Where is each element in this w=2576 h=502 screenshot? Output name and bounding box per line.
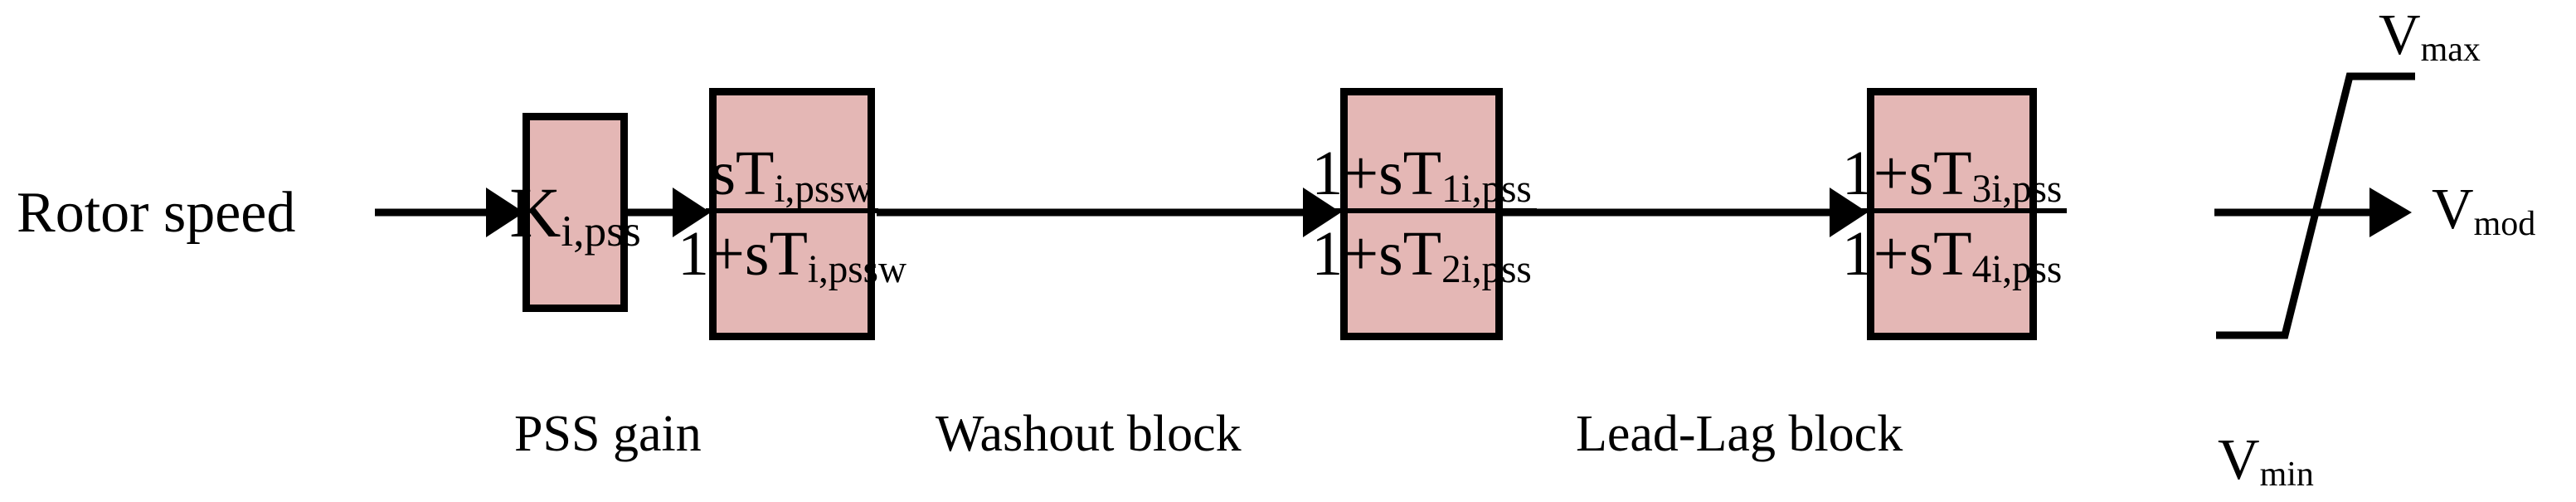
input-label: Rotor speed [17, 181, 296, 245]
leadlag1-numerator-main: 1+sT [1311, 138, 1442, 208]
vmin-symbol: V [2218, 428, 2260, 492]
leadlag2-denominator-subscript: 4i,pss [1971, 248, 2063, 292]
pss-gain-symbol-main: K [509, 173, 561, 252]
washout-numerator-main: sT [711, 138, 775, 208]
limiter-vmax-label: Vmax [2379, 7, 2481, 68]
limiter-saturation-curve [2216, 72, 2415, 339]
arrowhead-into-washout [673, 188, 711, 237]
leadlag2-denominator-main: 1+sT [1841, 219, 1972, 289]
leadlag2-numerator-subscript: 3i,pss [1971, 168, 2063, 212]
washout-denominator-subscript: i,pssw [807, 248, 906, 292]
arrowheads [486, 188, 2412, 237]
pss-gain-symbol-sub: i,pss [561, 205, 641, 256]
washout-numerator-subscript: i,pssw [774, 168, 873, 212]
caption-lead-lag-block: Lead-Lag block [1576, 406, 1903, 462]
vmin-subscript: min [2259, 456, 2314, 495]
leadlag1-numerator-subscript: 1i,pss [1441, 168, 1532, 212]
caption-washout-block: Washout block [936, 406, 1242, 462]
limiter-vmin-label: Vmin [2218, 428, 2314, 493]
output-vmod-label: Vmod [2432, 178, 2535, 242]
vmod-symbol: V [2432, 178, 2474, 241]
arrowhead-into-gain [486, 188, 524, 237]
caption-pss-gain: PSS gain [514, 406, 702, 462]
leadlag1-denominator-main: 1+sT [1311, 219, 1442, 289]
arrowhead-output-vmod [2369, 188, 2412, 237]
leadlag1-denominator-subscript: 2i,pss [1441, 248, 1532, 292]
vmax-symbol: V [2379, 3, 2421, 67]
washout-denominator-main: 1+sT [678, 219, 808, 289]
leadlag2-numerator-main: 1+sT [1841, 138, 1972, 208]
vmax-subscript: max [2420, 31, 2481, 70]
vmod-subscript: mod [2473, 205, 2536, 244]
